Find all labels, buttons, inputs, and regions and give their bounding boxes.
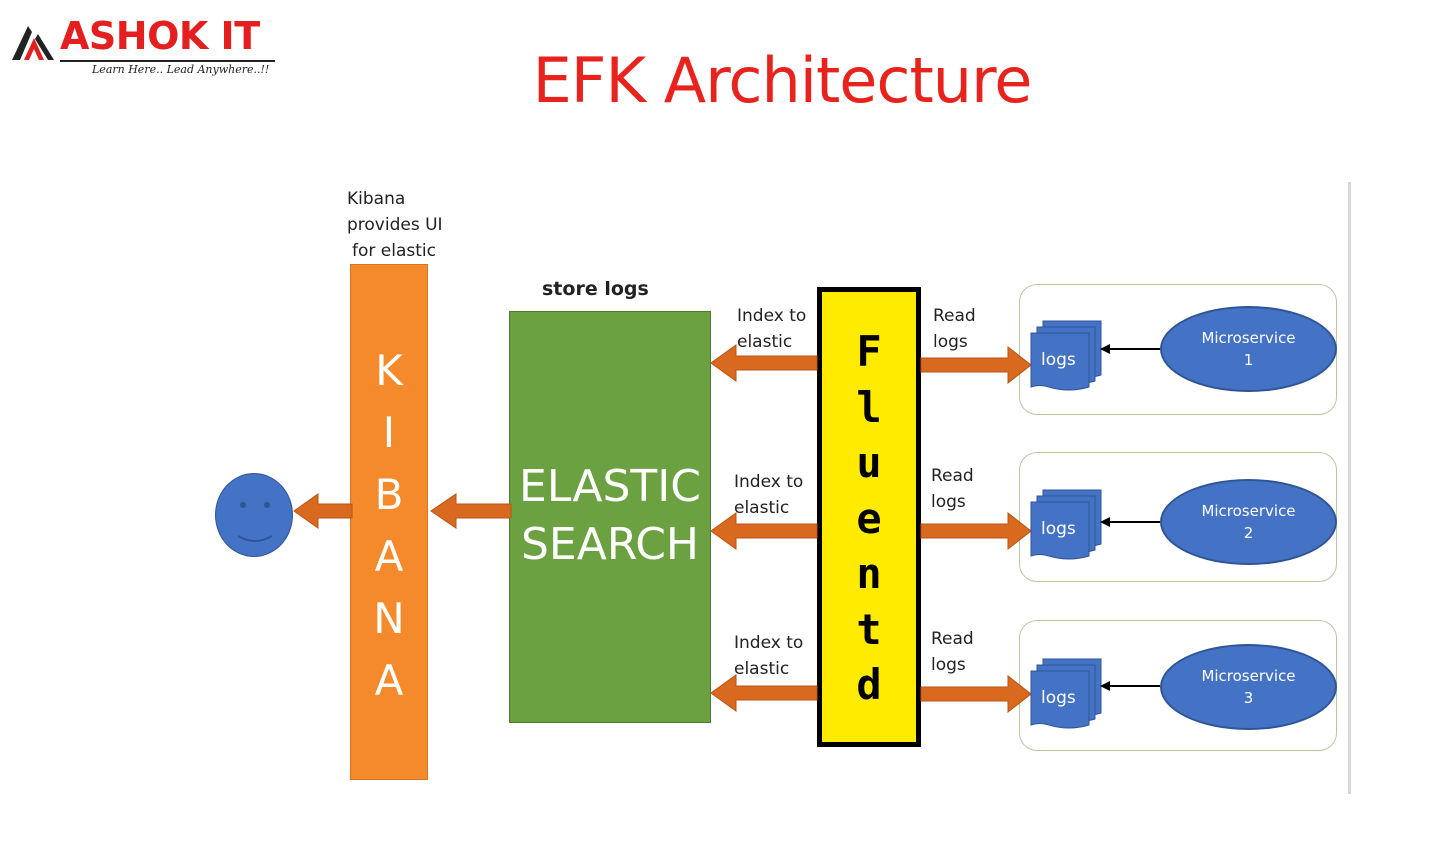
logo-name: ASHOK IT [60, 14, 260, 58]
read-logs-arrow-1 [920, 345, 1032, 385]
fluentd-letter: n [856, 549, 882, 598]
fluentd-letter: t [856, 604, 882, 654]
kibana-box [350, 264, 428, 780]
kibana-letter: A [374, 656, 404, 705]
read-logs-arrow-2 [920, 511, 1032, 551]
elasticsearch-label: ELASTIC SEARCH [509, 458, 711, 574]
microservice-name: Microservice [1201, 502, 1296, 520]
read-label-line: logs [933, 332, 968, 352]
elasticsearch-label-line: ELASTIC [519, 461, 701, 512]
kibana-note-line: Kibana [347, 189, 406, 209]
read-label-3: Read logs [931, 626, 974, 678]
index-label-line: Index to [737, 306, 807, 326]
microservice-number: 3 [1243, 689, 1254, 707]
kibana-letter: B [374, 470, 404, 519]
fluentd-letter: d [856, 660, 882, 709]
read-label-line: Read [931, 629, 974, 649]
fluentd-to-elastic-arrow-1 [710, 344, 818, 382]
elastic-to-kibana-arrow [430, 493, 512, 529]
index-label-2: Index to elastic [734, 469, 803, 521]
fluentd-to-elastic-arrow-3 [710, 674, 818, 712]
read-label-line: Read [933, 306, 976, 326]
index-label-line: elastic [734, 498, 790, 518]
kibana-letter: N [373, 594, 405, 643]
index-label-line: Index to [734, 633, 804, 653]
elasticsearch-label-line: SEARCH [520, 519, 700, 570]
kibana-letter: A [374, 532, 404, 581]
read-label-1: Read logs [933, 303, 976, 355]
store-logs-label: store logs [542, 278, 649, 300]
logs-label-2: logs [1041, 519, 1076, 539]
logo-divider [60, 60, 275, 62]
ashok-it-logo-icon [12, 26, 54, 60]
logs-label-3: logs [1041, 688, 1076, 708]
read-label-line: logs [931, 655, 966, 675]
index-label-line: elastic [734, 659, 790, 679]
page-title: EFK Architecture [532, 44, 1033, 117]
fluentd-label: F l u e n t d [817, 324, 921, 713]
kibana-to-user-arrow [293, 493, 353, 529]
read-label-line: Read [931, 466, 974, 486]
kibana-letter: K [375, 346, 403, 395]
read-label-2: Read logs [931, 463, 974, 515]
kibana-note-line: for elastic [352, 241, 436, 261]
microservice-name: Microservice [1201, 329, 1296, 347]
microservice-name: Microservice [1201, 667, 1296, 685]
kibana-letter: I [382, 408, 396, 457]
index-label-line: elastic [737, 332, 793, 352]
fluentd-letter: u [856, 438, 882, 487]
fluentd-box [817, 287, 921, 747]
elasticsearch-box [509, 311, 711, 723]
fluentd-letter: l [856, 382, 882, 432]
fluentd-letter: e [856, 493, 882, 543]
index-label-line: Index to [734, 472, 804, 492]
microservice-number: 1 [1243, 351, 1254, 369]
microservice-1-node: Microservice 1 [1160, 306, 1337, 392]
slide-edge-divider [1348, 182, 1351, 794]
logs-label-1: logs [1041, 350, 1076, 370]
fluentd-letter: F [856, 327, 882, 376]
microservice-number: 2 [1243, 524, 1254, 542]
smiley-features-icon [237, 502, 273, 542]
fluentd-to-elastic-arrow-2 [710, 512, 818, 550]
index-label-1: Index to elastic [737, 303, 806, 355]
microservice-2-node: Microservice 2 [1160, 479, 1337, 565]
index-label-3: Index to elastic [734, 630, 803, 682]
kibana-note: Kibana provides UI for elastic [347, 186, 443, 264]
read-logs-arrow-3 [920, 674, 1032, 714]
microservice-3-node: Microservice 3 [1160, 644, 1337, 730]
kibana-label: K I B A N A [350, 340, 428, 712]
logo-tagline: Learn Here.. Lead Anywhere..!! [92, 63, 270, 76]
kibana-note-line: provides UI [347, 215, 443, 235]
user-face-icon [215, 473, 293, 557]
read-label-line: logs [931, 492, 966, 512]
